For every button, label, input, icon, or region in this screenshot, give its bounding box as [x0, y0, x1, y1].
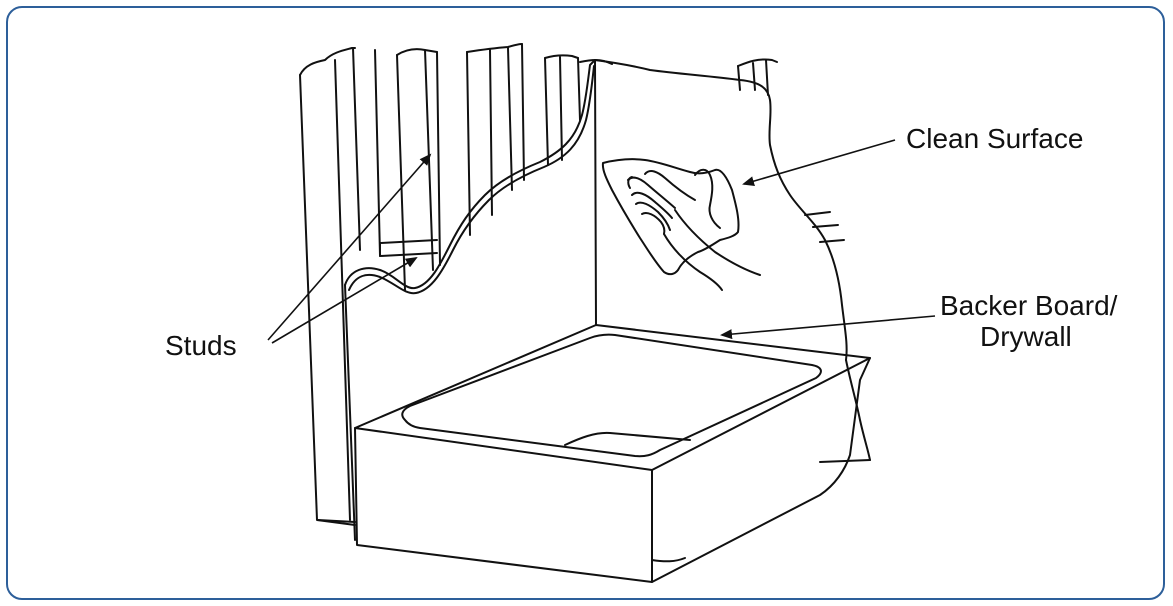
hand-with-cloth-icon [603, 159, 760, 290]
backer-board-label-line2: Drywall [980, 321, 1072, 352]
studs-arrow-upper [268, 155, 430, 340]
backer-board-arrow [722, 316, 935, 335]
clean-surface-arrow [744, 140, 895, 184]
clean-surface-label: Clean Surface [906, 123, 1083, 154]
backer-board-panel [345, 60, 870, 540]
backer-board-label-line1: Backer Board/ [940, 290, 1118, 321]
bathtub [355, 325, 870, 582]
studs-label: Studs [165, 330, 237, 361]
